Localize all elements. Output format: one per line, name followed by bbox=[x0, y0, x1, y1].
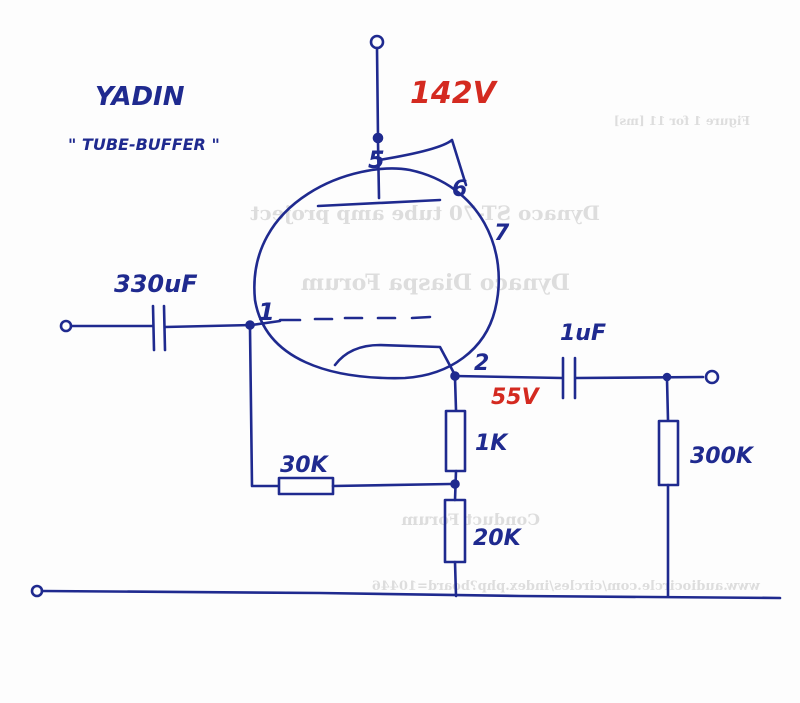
pin-6: 6 bbox=[452, 177, 467, 202]
pin-7: 7 bbox=[494, 221, 510, 246]
label-r-cathode2: 20K bbox=[473, 526, 523, 551]
bleed-line-3: www.audiocircle.com/circles/index.php?bo… bbox=[372, 579, 761, 594]
bleed-line-2: Dynaco Diaspa Forum bbox=[301, 270, 570, 296]
bleed-line-4: Figure 1 for 11 [ms] bbox=[614, 114, 750, 128]
label-cathode-v: 55V bbox=[491, 385, 541, 410]
cathode bbox=[333, 343, 457, 377]
anode-plate bbox=[316, 198, 442, 208]
tube-envelope bbox=[253, 167, 500, 380]
pin-cathode: 2 bbox=[474, 351, 489, 376]
input-capacitor bbox=[151, 304, 167, 352]
load-wire-top bbox=[665, 377, 670, 422]
b-plus-wire bbox=[375, 46, 380, 139]
input-terminal bbox=[59, 319, 73, 333]
label-b-plus: 142V bbox=[410, 76, 499, 111]
bleed-line-1: Dynaco ST-70 tube amp project bbox=[249, 201, 600, 225]
grid-resistor-wire-left bbox=[248, 326, 280, 488]
cathode-output-wire bbox=[453, 374, 564, 380]
label-c-in: 330uF bbox=[114, 270, 198, 298]
pin-anode: 5 bbox=[368, 146, 385, 174]
bias-junction bbox=[450, 479, 460, 489]
output-capacitor bbox=[561, 356, 577, 400]
grid-resistor-30k bbox=[277, 476, 335, 496]
cathode-resistor-1k bbox=[444, 409, 467, 473]
heater-lead bbox=[377, 138, 468, 187]
cathode-wire-3 bbox=[453, 560, 458, 598]
title-name: YADIN bbox=[95, 82, 185, 112]
ground-terminal bbox=[30, 584, 44, 598]
label-c-out: 1uF bbox=[560, 321, 606, 346]
label-r-grid: 30K bbox=[280, 453, 330, 478]
label-r-load: 300K bbox=[690, 444, 755, 469]
cathode-wire-1 bbox=[453, 376, 458, 412]
grid-resistor-wire-right bbox=[331, 482, 452, 488]
cathode-resistor-20k bbox=[443, 498, 467, 564]
bleed-line-5: Conduct Forum bbox=[401, 510, 540, 529]
pin-grid: 1 bbox=[258, 298, 275, 326]
output-wire bbox=[574, 375, 705, 380]
grid bbox=[278, 315, 432, 322]
load-resistor-300k bbox=[657, 419, 680, 487]
output-terminal bbox=[704, 369, 720, 385]
label-r-cathode1: 1K bbox=[475, 431, 509, 456]
b-plus-terminal bbox=[369, 34, 385, 50]
title-subtitle: " TUBE-BUFFER " bbox=[68, 135, 220, 154]
ground-wire bbox=[40, 589, 782, 600]
